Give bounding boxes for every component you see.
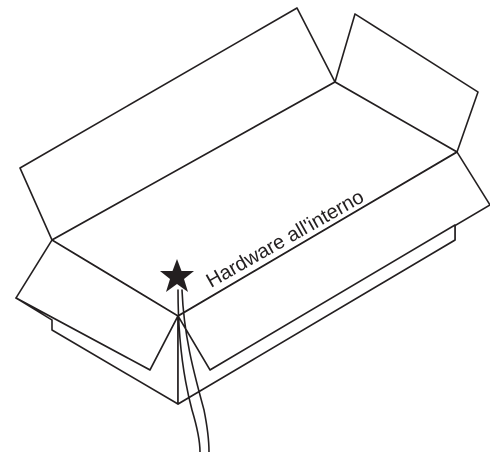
box-illustration: Hardware all'interno: [0, 0, 490, 452]
open-box-diagram: Hardware all'interno: [0, 0, 490, 452]
